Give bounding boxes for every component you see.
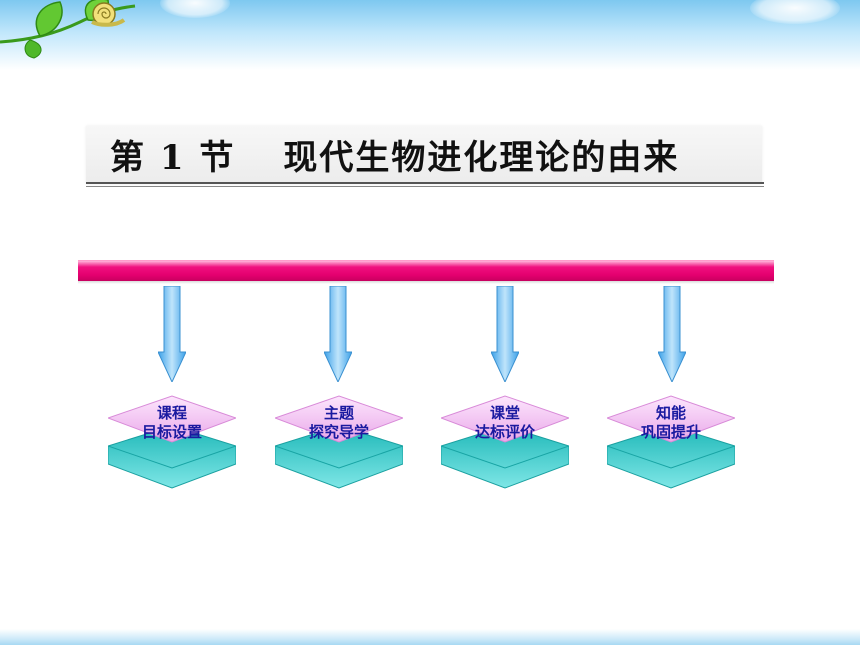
nav-card-evaluation[interactable]: 课堂 达标评价 (439, 394, 571, 492)
card-label-line1: 知能 (655, 404, 686, 422)
card-label-line1: 课堂 (489, 404, 520, 422)
arrow-down-icon (658, 286, 686, 382)
title-underline-thin (86, 186, 764, 187)
title-banner (86, 126, 762, 184)
card-label-line2: 巩固提升 (640, 423, 701, 441)
timeline-bar-shadow (78, 281, 774, 284)
footer-background (0, 629, 860, 645)
card-label-line2: 目标设置 (141, 423, 202, 441)
cloud-decoration (160, 0, 230, 18)
section-title: 现代生物进化理论的由来 (283, 138, 680, 178)
section-number: 第 1 节 (110, 138, 236, 178)
nav-card-consolidation[interactable]: 知能 巩固提升 (605, 394, 737, 492)
header-background (0, 0, 860, 70)
arrow-down-icon (324, 286, 352, 382)
card-label-line1: 课程 (156, 404, 187, 422)
card-label-line2: 达标评价 (474, 423, 535, 441)
arrow-down-icon (158, 286, 186, 382)
arrow-down-icon (491, 286, 519, 382)
card-label-line2: 探究导学 (308, 423, 369, 441)
card-shape (439, 395, 571, 489)
card-label-line1: 主题 (323, 404, 354, 422)
nav-card-goals[interactable]: 课程 目标设置 (106, 394, 238, 492)
timeline-bar (78, 260, 774, 282)
leaf-snail-icon (0, 0, 136, 59)
nav-card-explore[interactable]: 主题 探究导学 (273, 394, 405, 492)
card-shape (605, 395, 737, 489)
page-title: 第 1 节 现代生物进化理论的由来 (110, 136, 679, 180)
card-shape (106, 395, 238, 489)
title-underline (86, 182, 764, 184)
